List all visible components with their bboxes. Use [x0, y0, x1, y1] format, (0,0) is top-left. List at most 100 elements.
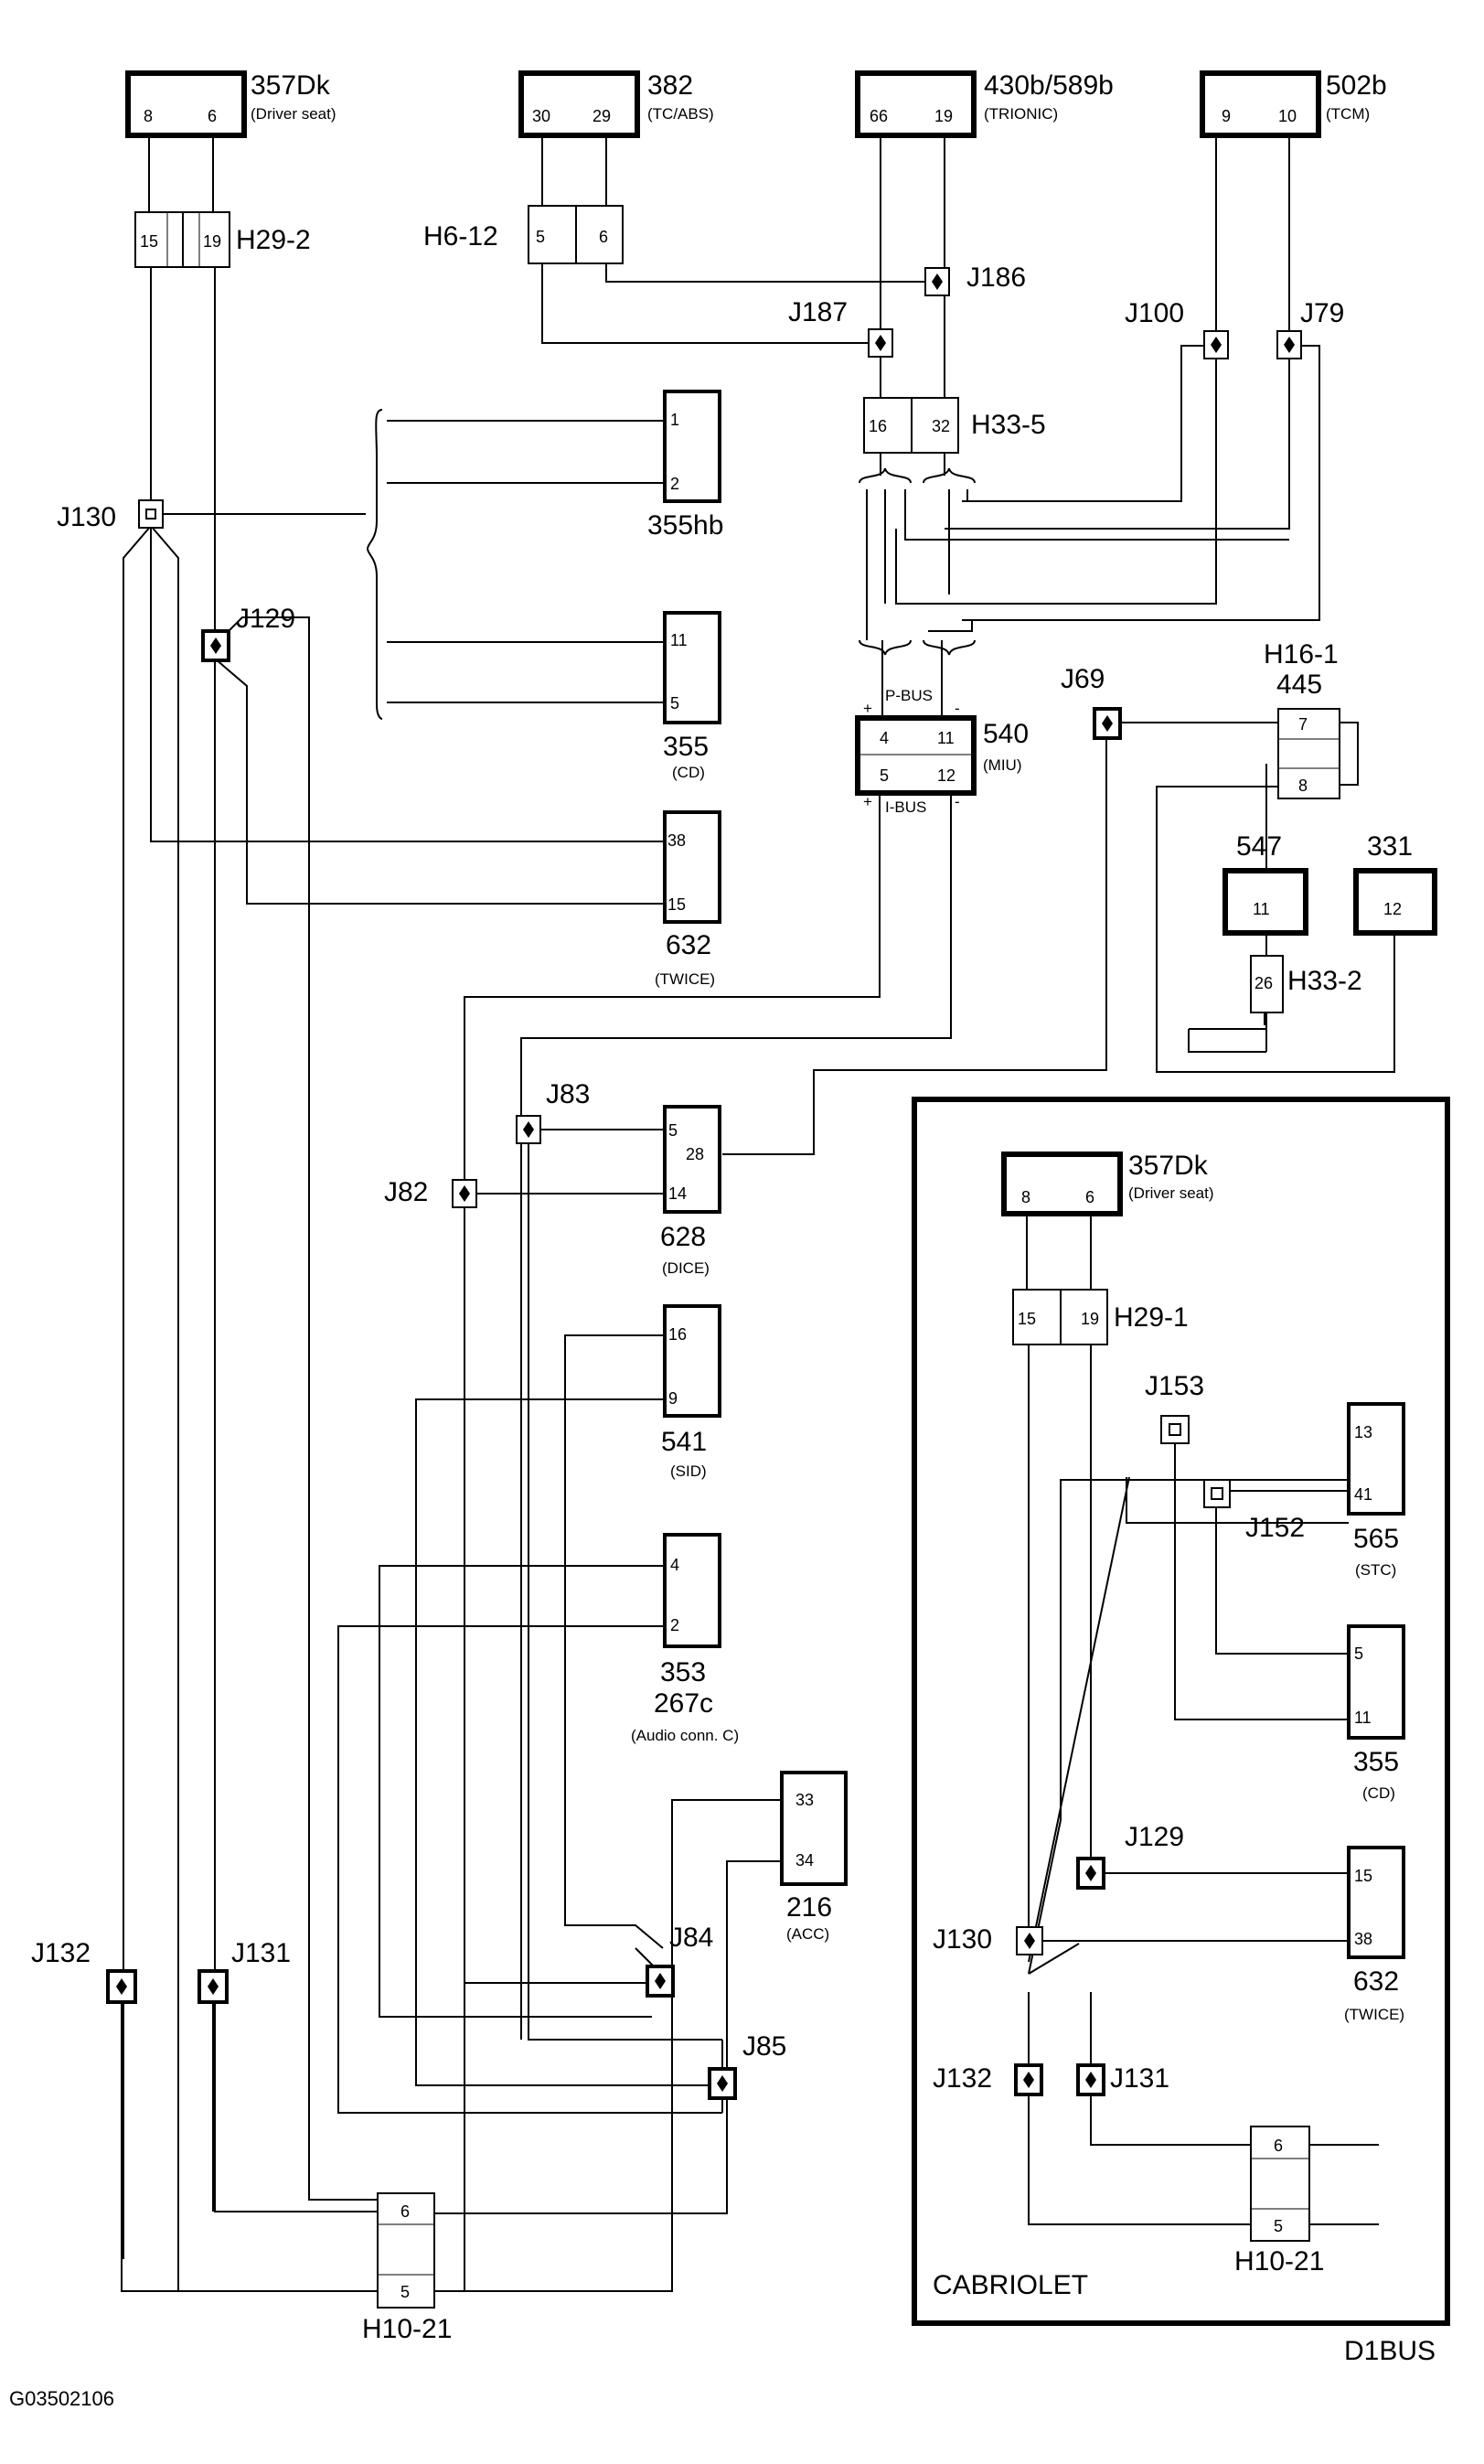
- svg-text:P-BUS: P-BUS: [885, 687, 933, 704]
- svg-text:(TC/ABS): (TC/ABS): [647, 105, 714, 123]
- component-547: 11 547: [1222, 831, 1308, 936]
- component-502b: 9 10 502b (TCM): [1200, 70, 1387, 138]
- svg-text:5: 5: [668, 1121, 678, 1140]
- svg-text:5: 5: [1274, 2217, 1283, 2235]
- svg-text:J131: J131: [231, 1938, 291, 1968]
- figure-id: G03502106: [9, 2387, 114, 2410]
- cab-component-355: 5 11 355 (CD): [1347, 1624, 1405, 1802]
- connector-h6-12: 5 6 H6-12: [423, 205, 624, 264]
- svg-text:(CD): (CD): [672, 764, 705, 781]
- component-355hb: 1 2 355hb: [647, 390, 723, 541]
- junction-j130: J130: [57, 499, 164, 532]
- cab-junction-j152: J152: [1203, 1479, 1305, 1543]
- svg-text:11: 11: [670, 631, 688, 649]
- svg-text:541: 541: [661, 1427, 707, 1457]
- svg-text:5: 5: [1354, 1644, 1363, 1663]
- svg-text:2: 2: [670, 475, 679, 493]
- component-632: 38 15 632 (TWICE): [655, 810, 721, 988]
- svg-text:29: 29: [593, 107, 611, 125]
- svg-text:-: -: [955, 793, 960, 810]
- svg-text:8: 8: [1021, 1188, 1030, 1206]
- svg-text:6: 6: [400, 2202, 410, 2221]
- svg-text:H33-2: H33-2: [1287, 966, 1362, 996]
- svg-text:16: 16: [668, 1325, 687, 1344]
- junction-j186: J186: [924, 262, 1026, 296]
- svg-text:J83: J83: [546, 1079, 590, 1109]
- svg-text:9: 9: [1222, 107, 1231, 125]
- connector-h29-2: 15 19 H29-2: [134, 211, 311, 268]
- svg-text:2: 2: [670, 1616, 679, 1634]
- svg-text:5: 5: [670, 694, 679, 712]
- svg-text:632: 632: [666, 930, 711, 960]
- svg-text:13: 13: [1354, 1423, 1372, 1441]
- svg-text:-: -: [955, 700, 960, 717]
- component-628: 5 14 28 628 (DICE): [660, 1105, 721, 1277]
- svg-text:I-BUS: I-BUS: [885, 798, 926, 816]
- svg-text:CABRIOLET: CABRIOLET: [933, 2270, 1088, 2300]
- svg-text:6: 6: [208, 107, 217, 125]
- svg-text:6: 6: [1085, 1188, 1094, 1206]
- svg-text:331: 331: [1367, 831, 1413, 862]
- junction-j100: J100: [1125, 298, 1229, 359]
- component-216: 33 34 216 (ACC): [780, 1771, 848, 1943]
- svg-text:(CD): (CD): [1362, 1784, 1395, 1802]
- component-430b-589b: 66 19 430b/589b (TRIONIC): [855, 70, 1114, 138]
- svg-text:19: 19: [1081, 1310, 1099, 1328]
- cab-junction-j129: J129: [1076, 1822, 1184, 1890]
- svg-text:J152: J152: [1245, 1513, 1305, 1543]
- svg-text:15: 15: [1354, 1867, 1372, 1885]
- svg-text:430b/589b: 430b/589b: [984, 70, 1114, 101]
- wires: [121, 135, 1395, 2292]
- svg-text:(MIU): (MIU): [983, 756, 1021, 774]
- svg-text:4: 4: [880, 729, 889, 747]
- svg-text:(SID): (SID): [670, 1462, 707, 1480]
- svg-text:11: 11: [1253, 900, 1270, 918]
- svg-text:355: 355: [1353, 1747, 1399, 1777]
- cab-junction-j130: J130: [933, 1924, 1043, 1955]
- svg-text:28: 28: [686, 1145, 704, 1163]
- svg-text:J132: J132: [31, 1938, 91, 1968]
- svg-text:12: 12: [1383, 900, 1402, 918]
- junction-j85: J85: [708, 2031, 786, 2100]
- svg-text:12: 12: [937, 766, 956, 785]
- svg-text:353: 353: [660, 1657, 706, 1687]
- svg-text:15: 15: [1018, 1310, 1036, 1328]
- svg-text:6: 6: [599, 228, 608, 246]
- connector-h33-2: 26 H33-2: [1250, 955, 1362, 1013]
- component-331: 12 331: [1353, 831, 1437, 936]
- svg-text:(ACC): (ACC): [786, 1925, 829, 1943]
- svg-text:J130: J130: [933, 1924, 992, 1955]
- svg-text:502b: 502b: [1326, 70, 1387, 101]
- svg-text:357Dk: 357Dk: [1128, 1151, 1209, 1181]
- svg-text:6: 6: [1274, 2137, 1283, 2155]
- cab-junction-j132: J132: [933, 2063, 1043, 2096]
- svg-text:33: 33: [795, 1791, 814, 1809]
- svg-text:357Dk: 357Dk: [251, 70, 331, 101]
- cab-component-632: 15 38 632 (TWICE): [1344, 1846, 1405, 2023]
- svg-text:(TRIONIC): (TRIONIC): [984, 105, 1058, 123]
- svg-text:(Driver seat): (Driver seat): [251, 105, 336, 123]
- svg-text:66: 66: [870, 107, 888, 125]
- svg-text:16: 16: [869, 417, 887, 435]
- svg-text:445: 445: [1276, 670, 1322, 700]
- svg-text:J100: J100: [1125, 298, 1184, 328]
- svg-text:10: 10: [1278, 107, 1297, 125]
- svg-text:J129: J129: [236, 604, 295, 634]
- junction-j129: J129: [201, 604, 295, 662]
- svg-text:H10-21: H10-21: [362, 2314, 452, 2344]
- svg-text:J69: J69: [1061, 664, 1105, 694]
- svg-text:19: 19: [934, 107, 953, 125]
- svg-text:J130: J130: [57, 502, 116, 532]
- svg-text:5: 5: [536, 228, 545, 246]
- svg-text:38: 38: [1354, 1930, 1372, 1948]
- svg-text:H10-21: H10-21: [1234, 2246, 1324, 2277]
- cab-component-565: 13 41 565 (STC): [1347, 1402, 1405, 1579]
- svg-text:7: 7: [1298, 715, 1308, 734]
- svg-text:15: 15: [667, 895, 686, 914]
- svg-text:J85: J85: [742, 2031, 786, 2062]
- bus-braces: [859, 467, 976, 656]
- svg-text:4: 4: [670, 1556, 679, 1574]
- svg-text:J132: J132: [933, 2063, 992, 2094]
- svg-text:19: 19: [203, 232, 221, 251]
